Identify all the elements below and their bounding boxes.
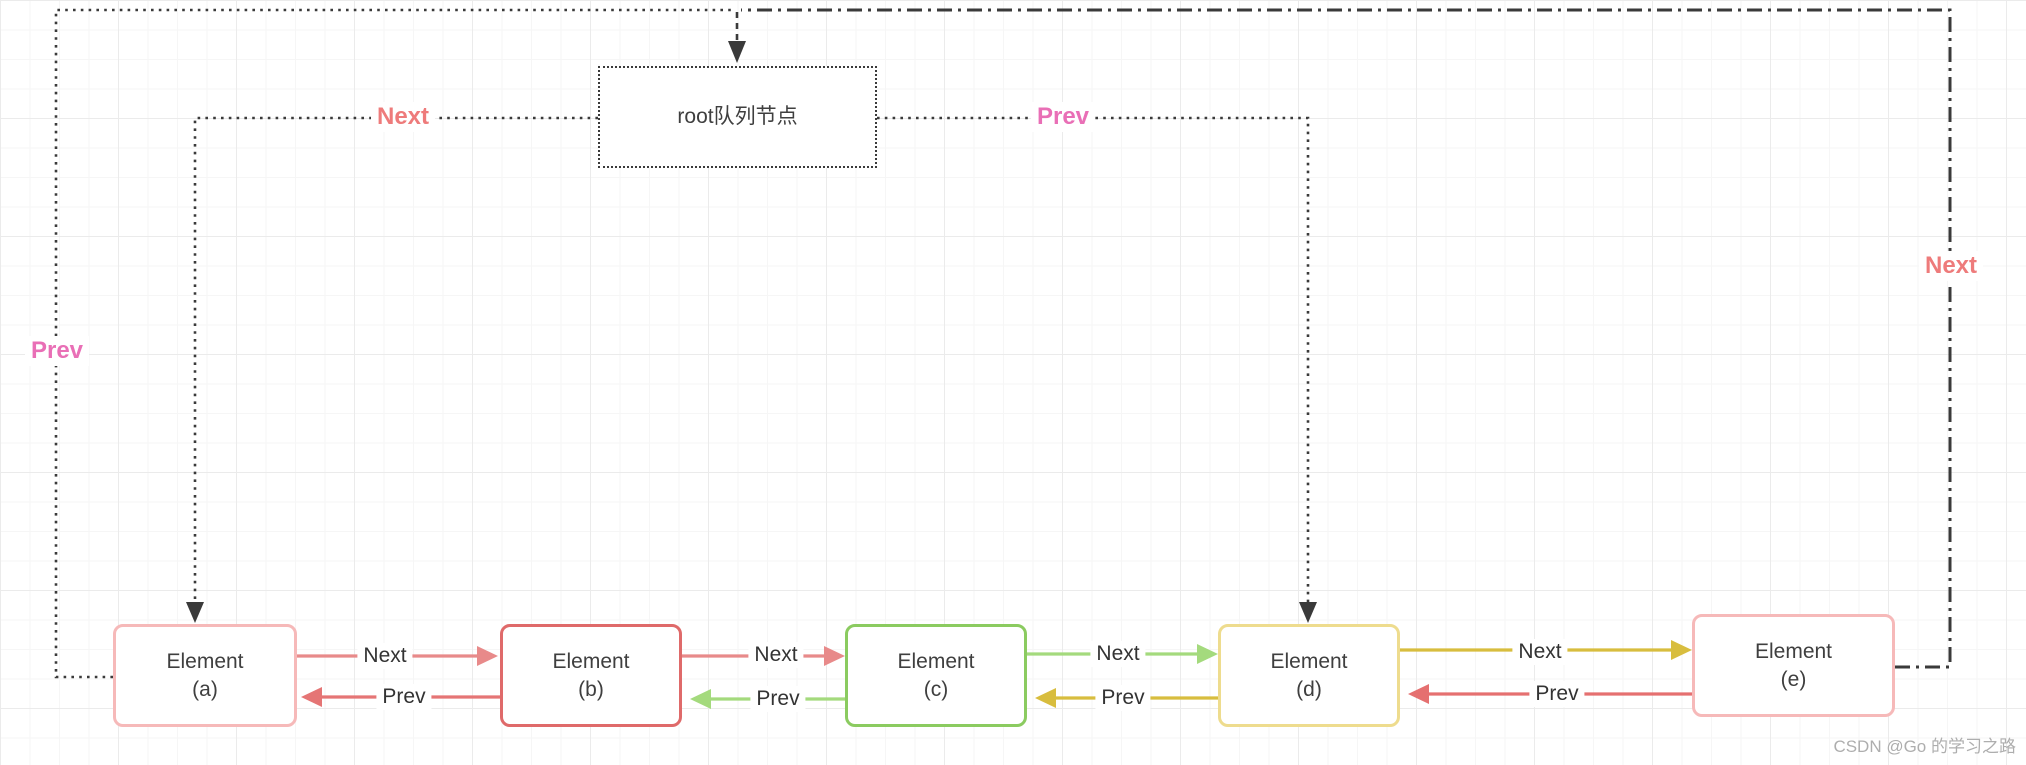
element-node-a: Element (a) <box>113 624 297 727</box>
label-b-next-c: Next <box>748 642 804 668</box>
label-c-prev-b: Prev <box>750 686 806 712</box>
label-c-next-d: Next <box>1090 641 1146 667</box>
element-b-id: (b) <box>578 677 604 701</box>
label-root-next: Next <box>370 102 436 132</box>
element-d-name: Element <box>1270 650 1348 674</box>
element-node-d: Element (d) <box>1218 624 1400 727</box>
element-c-id: (c) <box>923 677 949 701</box>
label-b-prev-a: Prev <box>376 684 432 710</box>
arrowhead-c-next-d <box>1197 644 1218 664</box>
arrowhead-root-entry <box>728 41 746 63</box>
path-e-next-root <box>741 8 1952 669</box>
arrowhead-a-next-b <box>477 646 498 666</box>
element-a-name: Element <box>166 650 244 674</box>
label-e-prev-d: Prev <box>1529 681 1585 707</box>
element-e-name: Element <box>1754 640 1833 664</box>
element-node-e: Element (e) <box>1692 614 1895 717</box>
arrowhead-b-next-c <box>824 646 845 666</box>
label-a-next-b: Next <box>357 643 413 669</box>
element-node-c: Element (c) <box>845 624 1027 727</box>
path-root-next-a <box>193 116 598 602</box>
label-d-prev-c: Prev <box>1095 685 1151 711</box>
arrowhead-root-prev-d <box>1299 602 1317 623</box>
element-b-name: Element <box>552 650 630 674</box>
label-d-next-e: Next <box>1512 639 1568 665</box>
path-root-prev-d <box>877 116 1310 602</box>
element-node-b: Element (b) <box>500 624 682 727</box>
csdn-watermark: CSDN @Go 的学习之路 <box>1833 737 2016 756</box>
label-e-next-loop: Next <box>1918 251 1984 281</box>
arrowhead-d-prev-c <box>1035 688 1056 708</box>
label-root-prev: Prev <box>1030 102 1096 132</box>
element-a-id: (a) <box>192 677 218 701</box>
label-a-prev-loop: Prev <box>24 336 90 366</box>
arrowhead-c-prev-b <box>690 689 711 709</box>
root-queue-node: root队列节点 <box>598 66 877 168</box>
element-e-id: (e) <box>1780 667 1807 691</box>
element-d-id: (d) <box>1296 677 1322 701</box>
arrowhead-d-next-e <box>1671 640 1692 660</box>
element-c-name: Element <box>897 650 975 674</box>
arrowhead-root-next-a <box>186 602 204 623</box>
arrowhead-e-prev-d <box>1408 684 1429 704</box>
root-node-label: root队列节点 <box>677 105 798 129</box>
arrowhead-b-prev-a <box>301 687 322 707</box>
